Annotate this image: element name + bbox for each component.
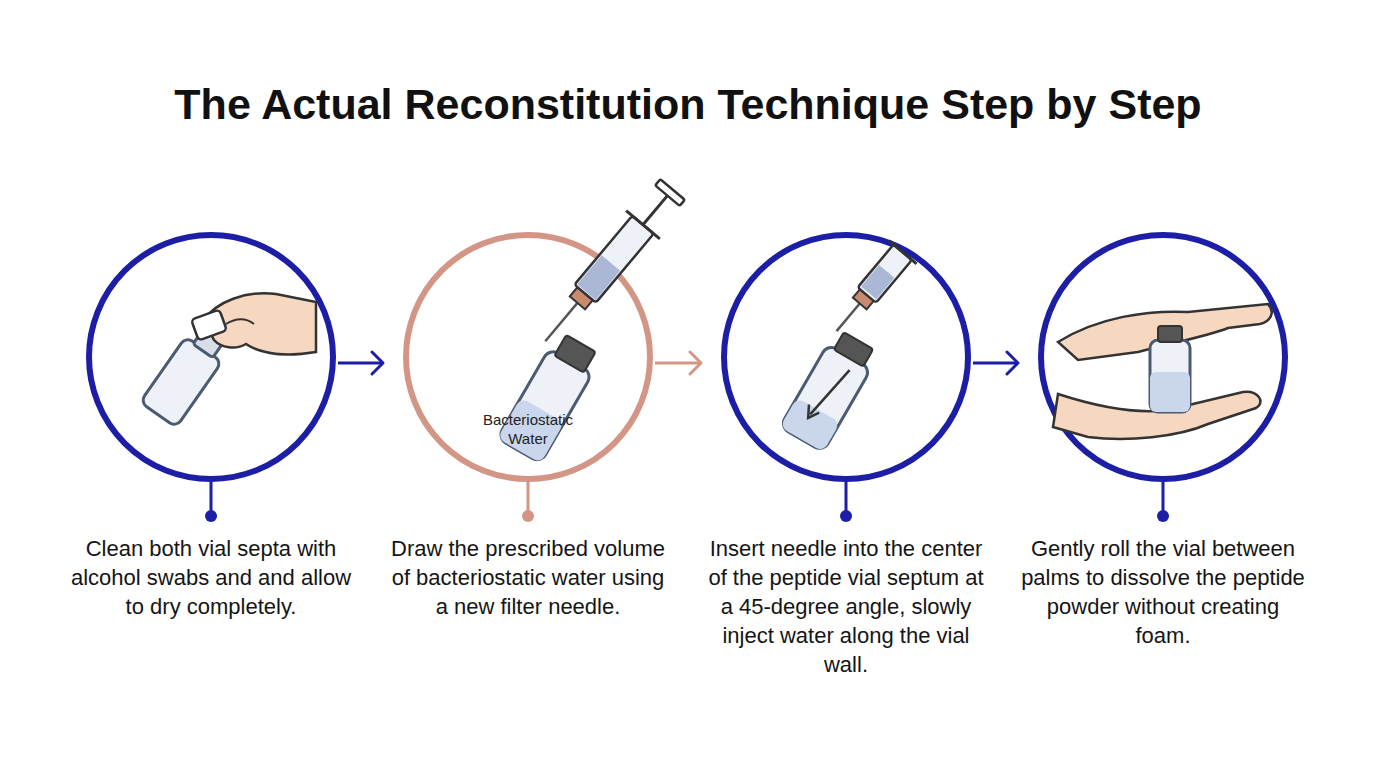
step-illustration — [721, 232, 971, 482]
step-node: Clean both vial septa with alcohol swabs… — [51, 232, 371, 692]
flow-arrow — [338, 352, 383, 374]
step-illustration — [1038, 232, 1288, 482]
diagram-title: The Actual Reconstitution Technique Step… — [0, 80, 1376, 129]
step-circle — [1041, 235, 1285, 479]
step-caption: Clean both vial septa with alcohol swabs… — [66, 534, 356, 621]
step-circle — [724, 235, 968, 479]
stem-dot — [1153, 480, 1173, 525]
step-caption: Gently roll the vial between palms to di… — [1018, 534, 1308, 650]
flow-arrow — [973, 352, 1018, 374]
stem-dot — [518, 480, 538, 525]
step-illustration — [86, 232, 336, 482]
step-circle — [406, 235, 650, 479]
step-node: Bacteriostatic WaterDraw the prescribed … — [368, 232, 688, 692]
step-caption: Draw the prescribed volume of bacteriost… — [383, 534, 673, 621]
stem-dot — [201, 480, 221, 525]
step-caption: Insert needle into the center of the pep… — [701, 534, 991, 679]
stem-dot — [836, 480, 856, 525]
vial-label: Bacteriostatic Water — [463, 410, 593, 448]
step-circle — [89, 235, 333, 479]
step-node: Insert needle into the center of the pep… — [686, 232, 1006, 692]
flow-arrow — [655, 352, 701, 374]
step-node: Gently roll the vial between palms to di… — [1003, 232, 1323, 692]
